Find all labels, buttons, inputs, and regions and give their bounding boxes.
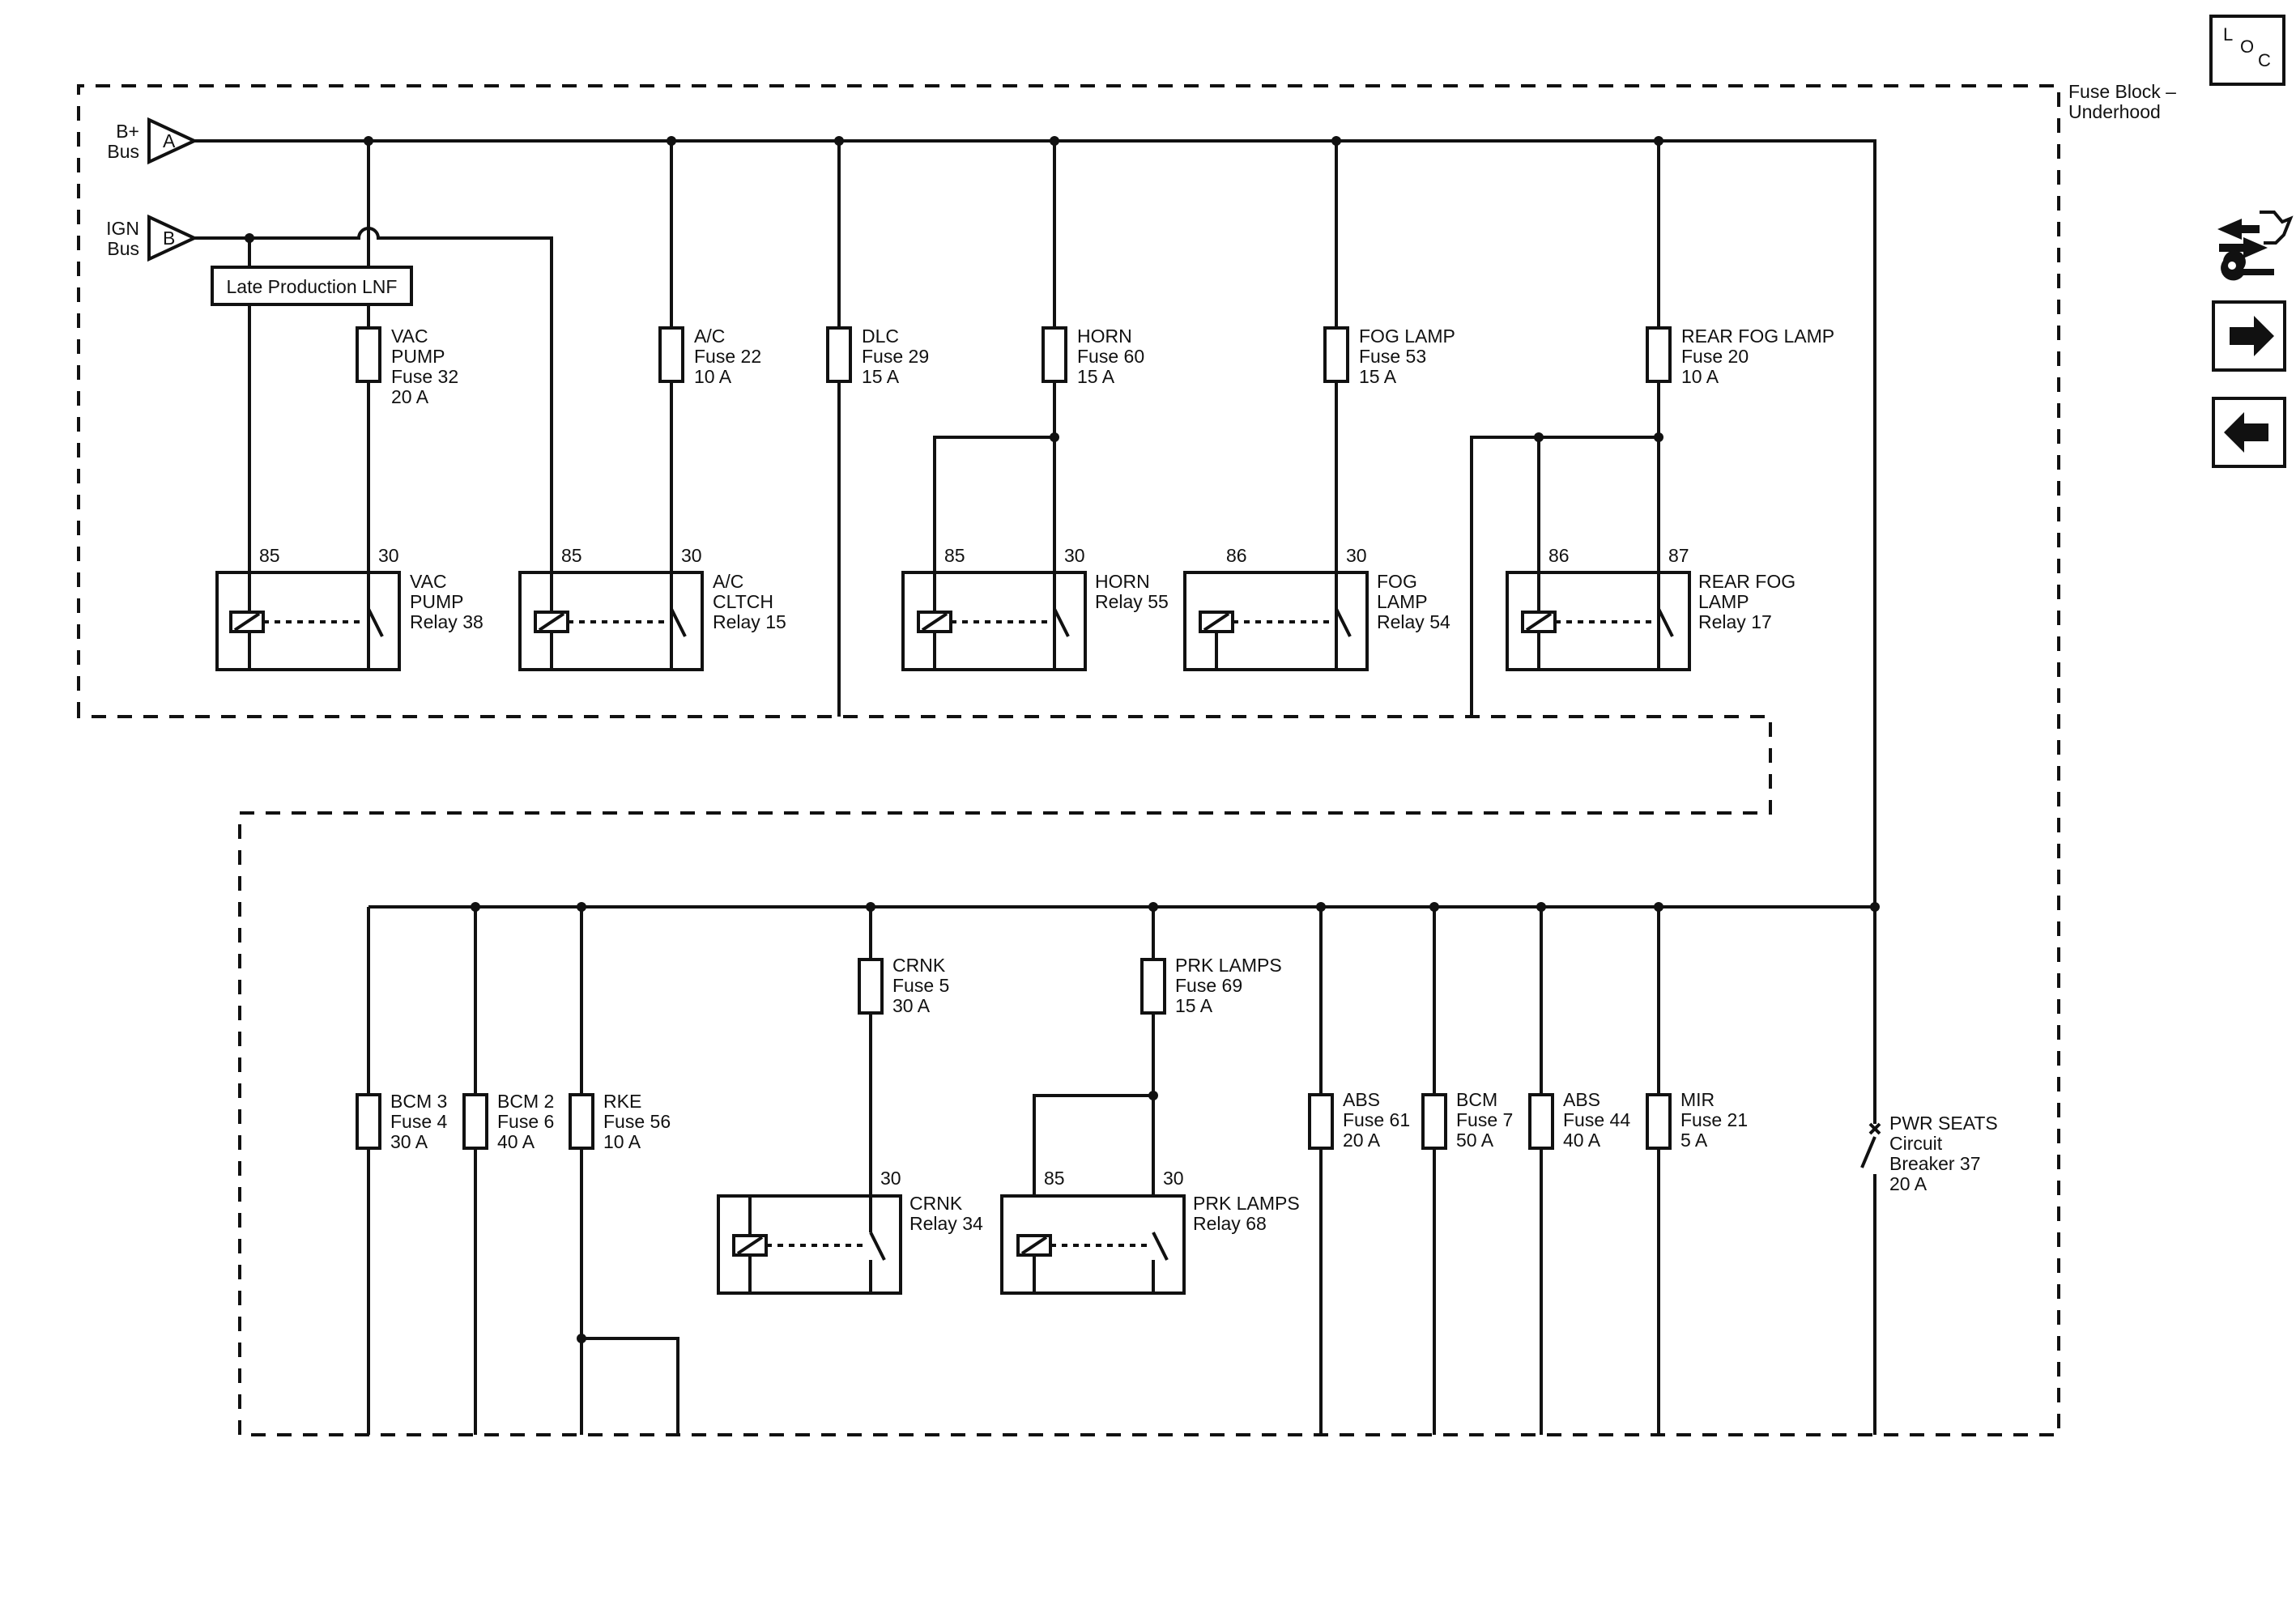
svg-text:B: B xyxy=(163,228,175,249)
svg-text:VAC PUMP Relay 38: VAC PUMP Relay 38 xyxy=(410,571,483,632)
wiring xyxy=(194,139,1876,1435)
svg-text:RKE Fuse 56 10 A: RKE Fuse 56 10 A xyxy=(603,1091,676,1152)
loc-icon[interactable]: L O C xyxy=(2209,15,2285,86)
svg-text:30: 30 xyxy=(1163,1168,1184,1189)
fuse: CRNK Fuse 5 30 A xyxy=(858,955,955,1016)
fuse: REAR FOG LAMP Fuse 20 10 A xyxy=(1646,326,1839,387)
svg-text:REAR FOG LAMP Fuse 20: REAR FOG LAMP Fuse 20 10 A xyxy=(1681,326,1839,387)
svg-text:L: L xyxy=(2223,24,2233,45)
fuse: DLC Fuse 29 15 A xyxy=(826,326,935,387)
svg-text:C: C xyxy=(2258,50,2271,70)
svg-text:30: 30 xyxy=(681,545,702,566)
fuse: HORN Fuse 60 15 A xyxy=(1042,326,1150,387)
svg-text:85: 85 xyxy=(1044,1168,1065,1189)
svg-text:85: 85 xyxy=(259,545,280,566)
svg-text:30: 30 xyxy=(1064,545,1085,566)
fuse: VAC PUMP Fuse 32 20 A xyxy=(356,326,464,407)
fuse: PRK LAMPS Fuse 69 15 A xyxy=(1140,955,1287,1016)
svg-text:PWR SEATS Circuit: PWR SEATS Circuit Breaker 37 20 A xyxy=(1889,1113,2003,1194)
svg-text:ABS Fuse 61 20 A: ABS Fuse 61 20 A xyxy=(1343,1089,1416,1151)
fuse-block-boundary xyxy=(77,84,2060,1436)
svg-text:30: 30 xyxy=(880,1168,901,1189)
svg-text:DLC Fuse 29 15 A: DLC Fuse 29 15 A xyxy=(862,326,935,387)
svg-text:MIR Fuse 21 5 A: MIR Fuse 21 5 A xyxy=(1680,1089,1753,1151)
svg-text:O: O xyxy=(2240,36,2254,57)
relay: 85 30 HORN Relay 55 xyxy=(901,545,1169,671)
svg-text:BCM Fuse 7 50 A: BCM Fuse 7 50 A xyxy=(1456,1089,1519,1151)
svg-text:HORN Fuse 60 15 A: HORN Fuse 60 15 A xyxy=(1077,326,1150,387)
svg-text:CRNK Relay 34: CRNK Relay 34 xyxy=(909,1193,983,1234)
svg-text:85: 85 xyxy=(944,545,965,566)
svg-text:BCM 3 Fuse 4 30 A: BCM 3 Fuse 4 30 A xyxy=(390,1091,453,1152)
svg-text:87: 87 xyxy=(1668,545,1689,566)
svg-text:FOG LAMP Fuse 53 1: FOG LAMP Fuse 53 15 A xyxy=(1359,326,1460,387)
svg-text:Late Production LNF: Late Production LNF xyxy=(227,276,398,297)
ign-bus: B IGN Bus xyxy=(106,214,198,262)
svg-text:IGN: IGN xyxy=(106,218,139,239)
svg-text:CRNK Fuse 5 30 A: CRNK Fuse 5 30 A xyxy=(892,955,955,1016)
svg-text:Bus: Bus xyxy=(107,238,139,259)
fuse-block-label: Fuse Block – Underhood xyxy=(2068,81,2181,122)
relay: 85 30 A/C CLTCH Relay 15 xyxy=(518,545,786,671)
relay: 85 30 VAC PUMP Relay 38 xyxy=(215,545,483,671)
svg-text:A/C CLTCH Relay 15: A/C CLTCH Relay 15 xyxy=(713,571,786,632)
fuse: BCM Fuse 7 50 A xyxy=(1421,1089,1519,1151)
late-production-label: Late Production LNF xyxy=(211,266,413,306)
svg-text:PRK LAMPS Relay 68: PRK LAMPS Relay 68 xyxy=(1193,1193,1305,1234)
svg-text:85: 85 xyxy=(561,545,582,566)
fuse: ABS Fuse 61 20 A xyxy=(1308,1089,1416,1151)
svg-text:A: A xyxy=(163,130,176,151)
fuse: BCM 3 Fuse 4 30 A xyxy=(356,1091,453,1152)
relay: 86 30 FOG LAMP Relay 54 xyxy=(1183,545,1450,671)
fuse: FOG LAMP Fuse 53 15 A xyxy=(1323,326,1460,387)
fuse: A/C Fuse 22 10 A xyxy=(658,326,767,387)
svg-text:Bus: Bus xyxy=(107,141,139,162)
svg-text:B+: B+ xyxy=(116,121,139,142)
wiring-service-icon[interactable] xyxy=(2217,211,2294,281)
circuit-breaker: PWR SEATS Circuit Breaker 37 20 A xyxy=(1860,1113,2003,1194)
svg-text:30: 30 xyxy=(1346,545,1367,566)
fuse: ABS Fuse 44 40 A xyxy=(1528,1089,1636,1151)
b-plus-bus: A B+ Bus xyxy=(107,117,198,165)
svg-text:BCM 2 Fuse 6 40 A: BCM 2 Fuse 6 40 A xyxy=(497,1091,560,1152)
relay: 85 30 PRK LAMPS Relay 68 xyxy=(1000,1168,1305,1295)
svg-text:30: 30 xyxy=(378,545,399,566)
svg-text:FOG LAMP Relay 54: FOG LAMP Relay 54 xyxy=(1377,571,1450,632)
fuse: BCM 2 Fuse 6 40 A xyxy=(462,1091,560,1152)
relay: 86 87 REAR FOG LAMP Relay 17 xyxy=(1506,545,1801,671)
svg-text:A/C Fuse 22 10 A: A/C Fuse 22 10 A xyxy=(694,326,767,387)
svg-text:PRK LAMPS Fuse 69: PRK LAMPS Fuse 69 15 A xyxy=(1175,955,1287,1016)
svg-text:HORN Relay 55: HORN Relay 55 xyxy=(1095,571,1169,612)
svg-text:86: 86 xyxy=(1226,545,1247,566)
fuse: RKE Fuse 56 10 A xyxy=(569,1091,676,1152)
arrow-left-icon[interactable] xyxy=(2212,397,2286,468)
svg-text:ABS Fuse 44 40 A: ABS Fuse 44 40 A xyxy=(1563,1089,1636,1151)
relay: 30 CRNK Relay 34 xyxy=(717,1168,983,1295)
arrow-right-icon[interactable] xyxy=(2212,300,2286,372)
svg-text:VAC PUMP Fuse 32: VAC PUMP Fuse 32 20 A xyxy=(391,326,464,407)
splice-dots xyxy=(245,136,1880,1343)
fuse: MIR Fuse 21 5 A xyxy=(1646,1089,1753,1151)
svg-text:86: 86 xyxy=(1548,545,1570,566)
svg-text:REAR FOG LAMP Rela: REAR FOG LAMP Relay 17 xyxy=(1698,571,1801,632)
